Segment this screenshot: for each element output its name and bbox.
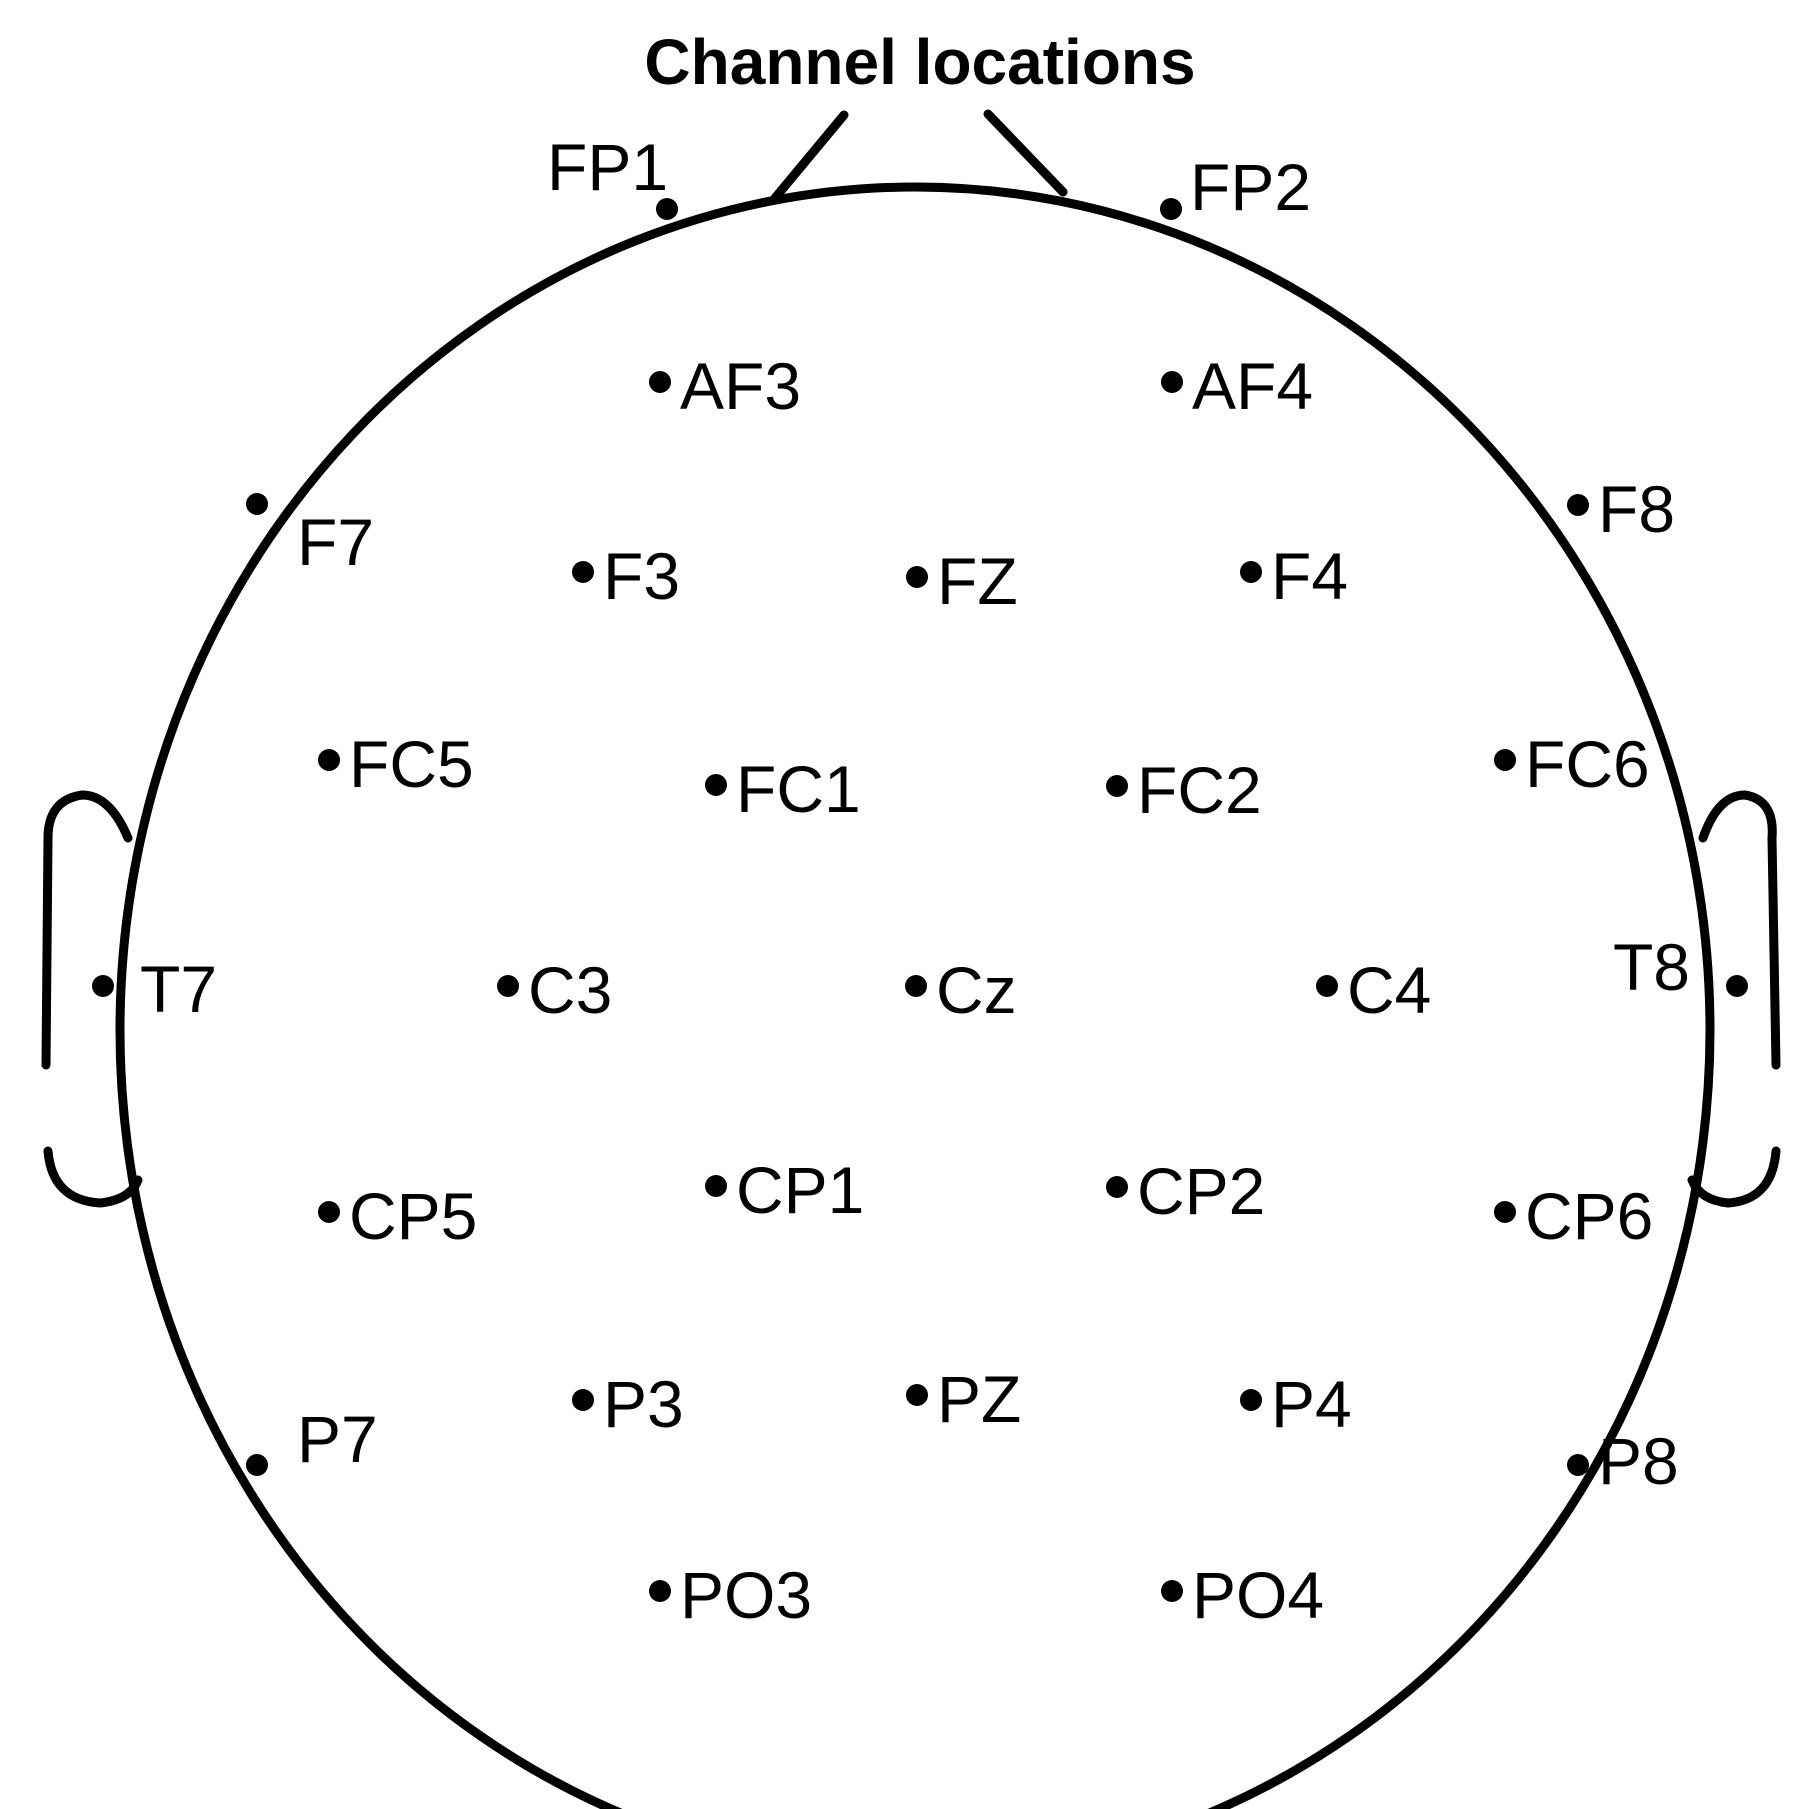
right-ear-outline — [1687, 790, 1781, 1208]
electrode-dot — [705, 1175, 727, 1197]
electrode-fp1: FP1 — [547, 130, 678, 220]
electrode-f7: F7 — [246, 493, 374, 579]
electrode-label: CP2 — [1137, 1154, 1265, 1228]
electrode-t8: T8 — [1613, 930, 1748, 1004]
electrode-label: Cz — [936, 953, 1017, 1027]
electrode-label: FP2 — [1190, 150, 1311, 224]
electrode-c4: C4 — [1316, 953, 1431, 1027]
electrode-dot — [1726, 975, 1748, 997]
electrode-dot — [572, 1389, 594, 1411]
electrode-label: FC1 — [736, 752, 861, 826]
electrode-fc2: FC2 — [1106, 753, 1262, 827]
electrode-dot — [92, 975, 114, 997]
electrode-p8: P8 — [1567, 1424, 1679, 1498]
electrode-dot — [656, 198, 678, 220]
electrode-dot — [246, 1454, 268, 1476]
electrode-p3: P3 — [572, 1367, 684, 1441]
electrode-label: T8 — [1613, 930, 1690, 1004]
head-outline — [41, 109, 1781, 1809]
electrode-p7: P7 — [246, 1402, 378, 1476]
electrode-c3: C3 — [497, 953, 612, 1027]
electrode-po4: PO4 — [1161, 1558, 1324, 1632]
electrode-dot — [572, 561, 594, 583]
electrode-fc1: FC1 — [705, 752, 861, 826]
electrode-dot — [1494, 749, 1516, 771]
electrode-dot — [906, 566, 928, 588]
electrode-dot — [906, 1384, 928, 1406]
electrode-label: C3 — [528, 953, 612, 1027]
electrode-t7: T7 — [92, 952, 217, 1026]
electrode-label: CP6 — [1525, 1179, 1653, 1253]
nose-right-line — [983, 109, 1068, 197]
electrode-label: P4 — [1271, 1367, 1352, 1441]
electrode-label: CP5 — [349, 1179, 477, 1253]
electrode-label: FP1 — [547, 130, 668, 204]
electrode-fc6: FC6 — [1494, 727, 1650, 801]
electrode-fc5: FC5 — [318, 727, 474, 801]
electrode-f3: F3 — [572, 539, 680, 613]
electrode-dot — [649, 1580, 671, 1602]
electrode-dot — [905, 975, 927, 997]
electrode-label: PO3 — [680, 1558, 812, 1632]
electrode-fp2: FP2 — [1160, 150, 1311, 224]
electrode-dot — [318, 1201, 340, 1223]
electrode-dot — [1161, 1580, 1183, 1602]
electrode-pz: PZ — [906, 1362, 1021, 1436]
electrode-label: CP1 — [736, 1153, 864, 1227]
electrode-cz: Cz — [905, 953, 1017, 1027]
electrode-label: AF4 — [1192, 349, 1313, 423]
electrode-dot — [1567, 1454, 1589, 1476]
electrode-dot — [1160, 198, 1182, 220]
electrode-label: P7 — [297, 1402, 378, 1476]
electrode-dot — [1316, 975, 1338, 997]
electrode-label: FZ — [937, 544, 1018, 618]
electrode-dot — [1494, 1201, 1516, 1223]
electrode-po3: PO3 — [649, 1558, 812, 1632]
electrode-label: P3 — [603, 1367, 684, 1441]
diagram-title: Channel locations — [644, 26, 1195, 98]
electrode-dot — [649, 371, 671, 393]
electrode-label: C4 — [1347, 953, 1431, 1027]
electrode-cp6: CP6 — [1494, 1179, 1653, 1253]
electrode-label: T7 — [140, 952, 217, 1026]
electrode-dot — [1106, 775, 1128, 797]
electrode-af3: AF3 — [649, 349, 801, 423]
electrode-f4: F4 — [1240, 539, 1348, 613]
electrode-cp1: CP1 — [705, 1153, 864, 1227]
electrode-label: FC5 — [349, 727, 474, 801]
electrode-label: FC2 — [1137, 753, 1262, 827]
electrode-label: F4 — [1271, 539, 1348, 613]
electrode-label: F8 — [1598, 472, 1675, 546]
electrode-dot — [1161, 371, 1183, 393]
electrode-label: AF3 — [680, 349, 801, 423]
electrode-label: FC6 — [1525, 727, 1650, 801]
electrode-dot — [1240, 561, 1262, 583]
electrode-dot — [497, 975, 519, 997]
electrode-dot — [1106, 1176, 1128, 1198]
electrode-dot — [1567, 494, 1589, 516]
head-circle — [115, 182, 1715, 1809]
left-ear-outline — [41, 790, 143, 1208]
electrode-label: PZ — [937, 1362, 1021, 1436]
electrode-label: F7 — [297, 505, 374, 579]
electrode-fz: FZ — [906, 544, 1018, 618]
electrode-dot — [318, 749, 340, 771]
electrode-dot — [705, 774, 727, 796]
nose-left-line — [770, 110, 849, 203]
electrode-p4: P4 — [1240, 1367, 1352, 1441]
electrode-cp5: CP5 — [318, 1179, 477, 1253]
electrode-dot — [1240, 1389, 1262, 1411]
electrode-cp2: CP2 — [1106, 1154, 1265, 1228]
electrode-label: F3 — [603, 539, 680, 613]
electrode-label: P8 — [1598, 1424, 1679, 1498]
electrode-label: PO4 — [1192, 1558, 1324, 1632]
electrode-dot — [246, 493, 268, 515]
electrode-af4: AF4 — [1161, 349, 1313, 423]
electrode-f8: F8 — [1567, 472, 1675, 546]
